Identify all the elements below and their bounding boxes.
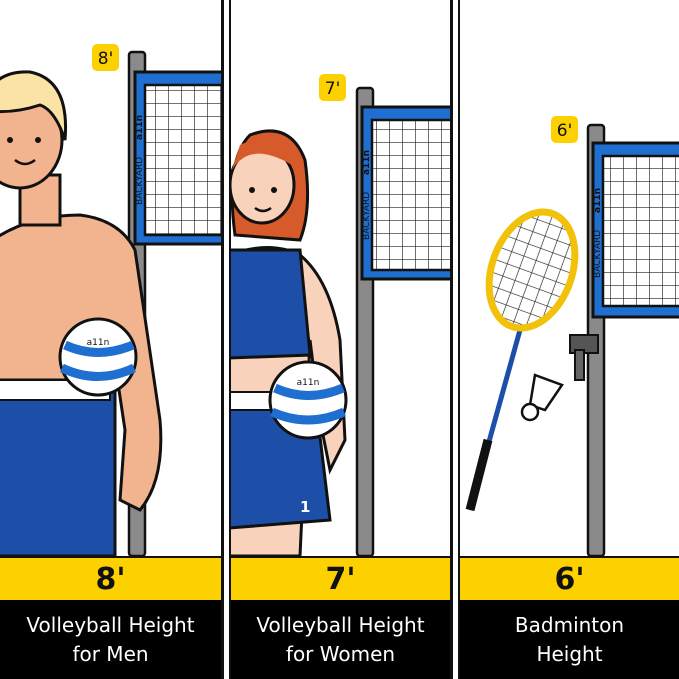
svg-text:a11n: a11n [593, 188, 603, 213]
height-label: 7' [231, 556, 450, 600]
panel-men-illustration: BACKYARD a11n 8' a11n [0, 44, 221, 556]
panel-divider [229, 0, 231, 679]
svg-text:BACKYARD: BACKYARD [135, 157, 145, 205]
man-figure: a11n [0, 70, 163, 556]
shuttlecock [520, 373, 564, 422]
svg-text:8': 8' [98, 49, 114, 69]
svg-text:6': 6' [557, 121, 573, 141]
caption-line: Volleyball Height [256, 612, 425, 637]
svg-text:a11n: a11n [362, 150, 372, 175]
woman-figure: 1 a11n [229, 129, 348, 556]
svg-text:7': 7' [325, 79, 341, 99]
net-post: BACKYARD a11n [355, 86, 450, 556]
svg-text:BACKYARD: BACKYARD [593, 230, 603, 278]
caption-line: Badminton [514, 612, 625, 637]
height-badge-6ft: 6' [551, 116, 578, 143]
caption: Badminton Height [460, 600, 679, 679]
panel-badminton-footer: 6' Badminton Height [460, 556, 679, 679]
svg-text:BACKYARD: BACKYARD [362, 192, 372, 240]
panel-divider [221, 0, 224, 679]
height-badge-7ft: 7' [319, 74, 346, 101]
svg-text:1: 1 [300, 498, 310, 516]
svg-text:a11n: a11n [135, 115, 145, 140]
caption-line: for Women [285, 641, 396, 666]
panel-men-footer: 8' Volleyball Height for Men [0, 556, 221, 679]
panel-divider [458, 0, 460, 679]
caption: Volleyball Height for Women [231, 600, 450, 679]
svg-text:a11n: a11n [87, 338, 110, 348]
caption-line: Height [536, 641, 603, 666]
net-post: BACKYARD a11n [569, 123, 679, 556]
svg-text:a11n: a11n [297, 378, 320, 388]
panel-women-illustration: BACKYARD a11n 7' 1 a11n [229, 74, 450, 556]
height-badge-8ft: 8' [92, 44, 119, 71]
badminton-racket [465, 208, 579, 512]
panel-women-footer: 7' Volleyball Height for Women [231, 556, 450, 679]
panel-divider [450, 0, 453, 679]
height-label: 8' [0, 556, 221, 600]
illustrations: BACKYARD a11n 8' a11n BACKYARD a [0, 44, 679, 556]
caption: Volleyball Height for Men [0, 600, 221, 679]
caption-line: Volleyball Height [26, 612, 195, 637]
caption-line: for Men [72, 641, 149, 666]
height-label: 6' [460, 556, 679, 600]
panel-badminton-illustration: BACKYARD a11n 6' [465, 116, 679, 556]
